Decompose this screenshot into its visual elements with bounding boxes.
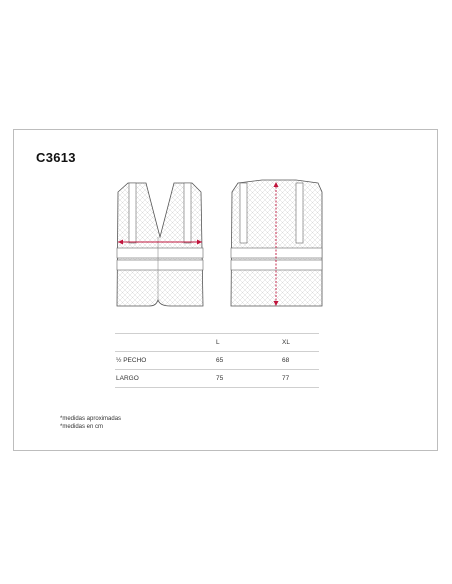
size-table-cell: 65	[216, 357, 224, 364]
chest-measure-arrow-right	[197, 239, 202, 245]
vest-front-view	[116, 182, 204, 307]
front-reflective-band-upper	[116, 247, 204, 259]
vest-front-outline	[116, 182, 204, 307]
front-reflective-strap-left	[128, 182, 137, 244]
size-table: L XL ½ PECHO 65 68 LARGO 75 77	[115, 333, 319, 388]
size-table-cell: 75	[216, 375, 224, 382]
size-table-cell: 77	[282, 375, 290, 382]
back-reflective-band-lower	[230, 259, 323, 271]
front-reflective-strap-right	[183, 182, 192, 244]
size-table-header-cell: L	[216, 339, 220, 346]
back-reflective-strap-right	[295, 182, 304, 244]
notes: *medidas aproximadas *medidas en cm	[60, 416, 121, 431]
product-code: C3613	[36, 150, 76, 165]
size-table-row-label: ½ PECHO	[116, 357, 147, 364]
front-reflective-band-lower	[116, 259, 204, 271]
size-table-row: ½ PECHO 65 68	[115, 351, 319, 369]
size-table-cell: 68	[282, 357, 290, 364]
size-table-header-row: L XL	[115, 333, 319, 351]
chest-measure-arrow-left	[118, 239, 123, 245]
size-table-row-label: LARGO	[116, 375, 139, 382]
note-approximate: *medidas aproximadas	[60, 416, 122, 422]
back-reflective-strap-left	[239, 182, 248, 244]
size-table-row: LARGO 75 77	[115, 369, 319, 388]
vest-back-view	[230, 179, 323, 307]
size-table-header-cell: XL	[282, 339, 290, 346]
spec-sheet-frame	[13, 129, 438, 451]
length-measure-arrow-bottom	[273, 301, 279, 306]
back-reflective-band-upper	[230, 247, 323, 259]
length-measure-arrow-top	[273, 182, 279, 187]
note-units: *medidas en cm	[60, 423, 104, 430]
